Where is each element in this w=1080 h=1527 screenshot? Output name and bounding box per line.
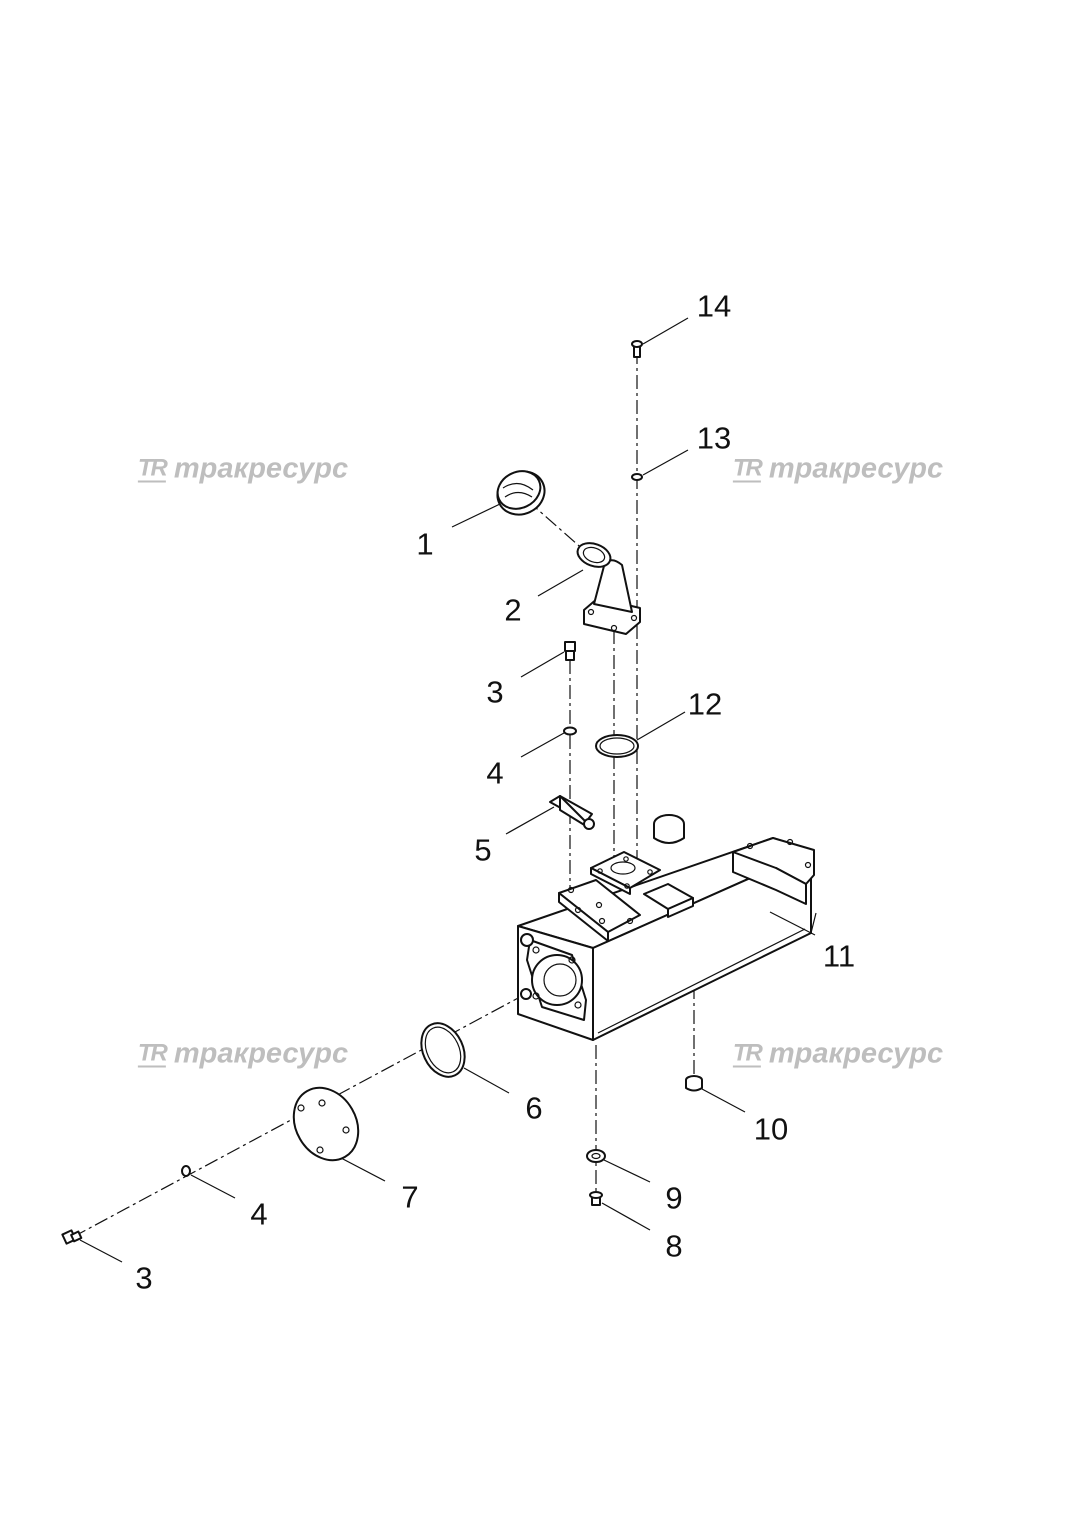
watermark-text: тракресурс [768,452,944,485]
leader-14 [642,317,689,345]
callout-6: 6 [525,1090,543,1126]
callout-13: 13 [696,420,732,456]
part-3-bolt-lower [61,1229,83,1245]
part-3-bolt-upper [564,641,576,661]
callout-2: 2 [504,592,522,628]
watermark-logo-icon: TR [137,454,168,482]
leader-4-upper [520,732,565,758]
leader-3-lower [79,1239,123,1263]
part-13-washer [631,473,643,481]
callout-8: 8 [665,1228,683,1264]
callout-3-upper: 3 [486,674,504,710]
part-4-washer-upper [563,726,577,736]
callout-4-upper: 4 [486,755,504,791]
leader-2 [537,569,584,597]
leader-4-lower [190,1174,236,1199]
callout-1: 1 [416,526,434,562]
callout-3-lower: 3 [135,1260,153,1296]
leader-10 [701,1088,746,1113]
part-2-filler-neck [576,542,641,635]
part-9-washer [586,1149,606,1163]
callout-12: 12 [687,686,723,722]
part-7-cover-plate [292,1086,360,1162]
part-5-bracket [549,795,595,830]
leader-8 [601,1202,651,1231]
leader-1 [451,503,501,528]
watermark-logo-icon: TR [732,1039,763,1067]
watermark-text: тракресурс [173,452,349,485]
leader-11 [769,911,816,936]
part-1-filler-cap [496,470,546,516]
watermark-logo-icon: TR [732,454,763,482]
part-4-washer-lower [181,1165,191,1177]
callout-10: 10 [753,1111,789,1147]
watermark-text: тракресурс [768,1037,944,1070]
leader-6 [463,1067,510,1094]
callout-11: 11 [822,938,856,974]
watermark-text: тракресурс [173,1037,349,1070]
part-14-bolt [631,340,643,358]
leader-7 [340,1157,386,1182]
leader-12 [636,711,686,741]
part-12-o-ring [595,734,639,758]
part-6-o-ring [420,1022,466,1078]
leader-5 [505,806,555,835]
watermark-logo-icon: TR [137,1039,168,1067]
callout-9: 9 [665,1180,683,1216]
callout-5: 5 [474,832,492,868]
callout-7: 7 [401,1179,419,1215]
watermark-top-left: TR тракресурс [137,452,349,485]
callout-4-lower: 4 [250,1196,268,1232]
leader-13 [642,449,689,476]
leader-3-upper [520,651,565,678]
callout-14: 14 [696,288,732,324]
watermark-top-right: TR тракресурс [732,452,944,485]
part-10-drain-plug [685,1075,703,1092]
part-8-bolt [589,1191,603,1206]
leader-9 [603,1159,651,1183]
watermark-bottom-left: TR тракресурс [137,1037,349,1070]
watermark-bottom-right: TR тракресурс [732,1037,944,1070]
part-11-tank-body [517,814,817,1041]
